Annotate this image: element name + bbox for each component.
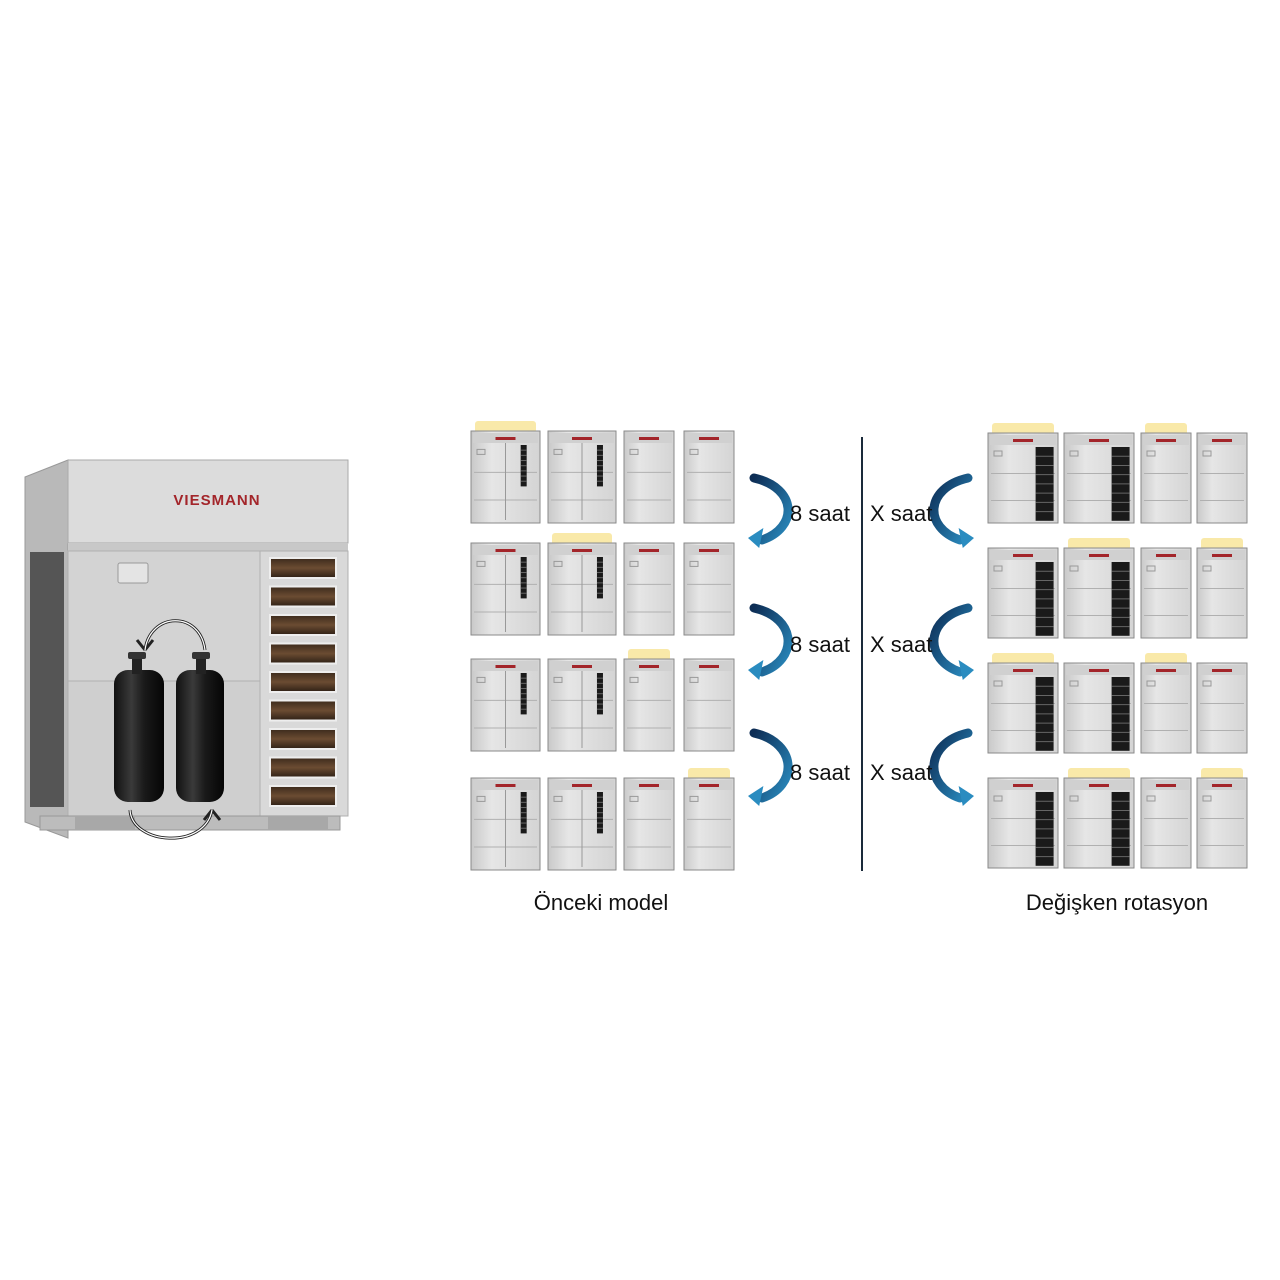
outdoor-unit-icon <box>1063 432 1135 524</box>
previous-model-grid <box>470 421 735 871</box>
active-unit-highlight <box>1201 768 1243 780</box>
main-outdoor-unit: VIESMANN <box>24 459 349 840</box>
active-unit-highlight <box>475 421 536 433</box>
rotation-arrow-icon <box>929 728 974 806</box>
active-unit-highlight <box>1145 653 1187 665</box>
outdoor-unit-icon <box>1063 547 1135 639</box>
rotation-arrow-icon <box>929 603 974 680</box>
active-unit-highlight <box>992 423 1054 435</box>
active-unit-highlight <box>992 653 1054 665</box>
outdoor-unit-icon <box>1140 432 1192 524</box>
interval-label-right-3: X saat <box>870 760 932 785</box>
outdoor-unit-icon <box>1140 777 1192 869</box>
brand-logo: VIESMANN <box>173 492 260 509</box>
outdoor-unit-icon <box>1196 432 1248 524</box>
caption-variable-rotation: Değişken rotasyon <box>1026 890 1208 915</box>
outdoor-unit-icon <box>470 430 541 524</box>
compressor-icon <box>176 652 224 802</box>
outdoor-unit-icon <box>470 658 541 752</box>
caption-previous-model: Önceki model <box>534 890 669 915</box>
outdoor-unit-icon <box>683 658 735 752</box>
outdoor-unit-icon <box>987 777 1059 869</box>
outdoor-unit-icon <box>547 430 617 524</box>
rotation-arrow-icon <box>748 603 793 680</box>
outdoor-unit-icon <box>547 777 617 871</box>
interval-label-right-1: X saat <box>870 501 932 526</box>
outdoor-unit-icon <box>623 658 675 752</box>
rotation-arrow-icon <box>748 473 793 548</box>
outdoor-unit-icon <box>623 777 675 871</box>
outdoor-unit-icon <box>683 430 735 524</box>
interval-label-left-2: 8 saat <box>790 632 850 657</box>
active-unit-highlight <box>1145 423 1187 435</box>
outdoor-unit-icon <box>547 542 617 636</box>
compressor-icon <box>114 652 164 802</box>
outdoor-unit-icon <box>1140 547 1192 639</box>
rotation-arrow-icon <box>929 473 974 548</box>
active-unit-highlight <box>552 533 612 545</box>
active-unit-highlight <box>1068 768 1130 780</box>
outdoor-unit-icon <box>470 542 541 636</box>
outdoor-unit-icon <box>623 542 675 636</box>
outdoor-unit-icon <box>1196 777 1248 869</box>
outdoor-unit-icon <box>470 777 541 871</box>
outdoor-unit-icon <box>1063 662 1135 754</box>
interval-label-left-3: 8 saat <box>790 760 850 785</box>
side-vent-grille <box>30 552 64 807</box>
interval-label-right-2: X saat <box>870 632 932 657</box>
outdoor-unit-icon <box>987 547 1059 639</box>
coil-grille <box>269 557 337 807</box>
outdoor-unit-icon <box>987 662 1059 754</box>
outdoor-unit-icon <box>623 430 675 524</box>
outdoor-unit-icon <box>1196 662 1248 754</box>
outdoor-unit-icon <box>547 658 617 752</box>
previous-model-arrows <box>748 473 793 806</box>
active-unit-highlight <box>688 768 730 780</box>
active-unit-highlight <box>1068 538 1130 550</box>
active-unit-highlight <box>1201 538 1243 550</box>
outdoor-unit-icon <box>1140 662 1192 754</box>
outdoor-unit-icon <box>987 432 1059 524</box>
outdoor-unit-icon <box>1196 547 1248 639</box>
outdoor-unit-icon <box>1063 777 1135 869</box>
variable-rotation-arrows <box>929 473 974 806</box>
interval-label-left-1: 8 saat <box>790 501 850 526</box>
outdoor-unit-icon <box>683 777 735 871</box>
variable-rotation-grid <box>987 423 1248 869</box>
outdoor-unit-icon <box>683 542 735 636</box>
rotation-arrow-icon <box>748 728 793 806</box>
active-unit-highlight <box>628 649 670 661</box>
